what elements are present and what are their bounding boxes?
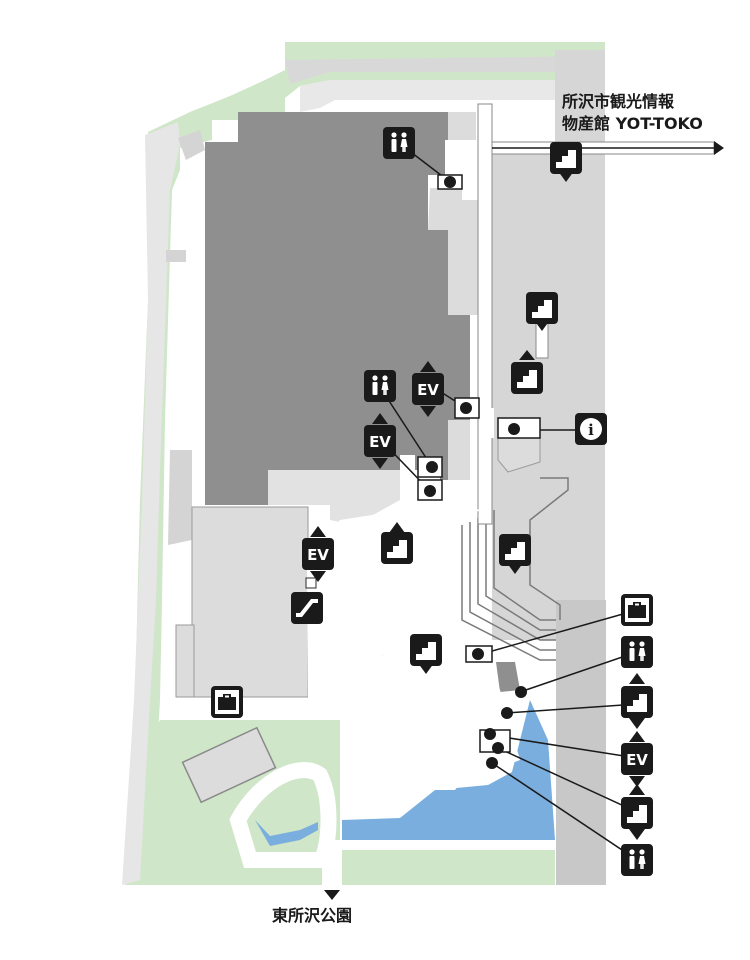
locker-icon[interactable] bbox=[621, 594, 653, 626]
svg-text:EV: EV bbox=[369, 433, 391, 451]
water-pool bbox=[342, 700, 555, 840]
elevator-icon[interactable]: EV bbox=[364, 413, 396, 469]
svg-text:i: i bbox=[588, 421, 594, 439]
stairs-icon[interactable] bbox=[550, 142, 582, 182]
elevator-icon[interactable]: EV bbox=[621, 731, 653, 787]
east-road bbox=[556, 600, 606, 885]
information-icon[interactable]: i bbox=[575, 413, 607, 445]
stairs-icon[interactable] bbox=[621, 784, 653, 840]
park-label: 東所沢公園 bbox=[272, 906, 353, 925]
ramp-structure bbox=[461, 477, 569, 661]
restroom-icon[interactable] bbox=[621, 636, 653, 668]
restroom-icon[interactable] bbox=[621, 844, 653, 876]
restroom-icon[interactable] bbox=[383, 127, 415, 159]
stairs-icon[interactable] bbox=[499, 534, 531, 574]
stairs-icon[interactable] bbox=[410, 634, 442, 674]
east-road-north bbox=[555, 50, 605, 150]
stairs-icon[interactable] bbox=[621, 673, 653, 729]
svg-text:EV: EV bbox=[307, 546, 329, 564]
tourist-info-label-line1: 所沢市観光情報 bbox=[562, 92, 675, 111]
southwest-building bbox=[181, 726, 277, 804]
roads bbox=[122, 56, 605, 885]
main-building bbox=[205, 112, 470, 505]
elevator-icon[interactable]: EV bbox=[412, 361, 444, 417]
svg-text:EV: EV bbox=[626, 751, 648, 769]
main-annex bbox=[268, 112, 478, 525]
walking-paths bbox=[170, 103, 715, 885]
west-building bbox=[175, 506, 309, 698]
tourist-info-label-line2: 物産館 YOT-TOKO bbox=[562, 114, 703, 133]
stairs-icon[interactable] bbox=[526, 292, 558, 331]
svg-text:EV: EV bbox=[417, 381, 439, 399]
east-building bbox=[492, 150, 605, 640]
direction-arrow-north bbox=[492, 141, 724, 155]
restroom-icon[interactable] bbox=[364, 370, 396, 402]
location-dots bbox=[424, 176, 527, 769]
escalator-icon[interactable] bbox=[291, 592, 323, 624]
stairs-icon[interactable] bbox=[381, 522, 413, 564]
direction-arrow-south bbox=[324, 890, 340, 900]
locker-icon[interactable] bbox=[211, 686, 243, 718]
elevator-icon[interactable]: EV bbox=[302, 526, 334, 582]
stairs-icon[interactable] bbox=[511, 350, 543, 394]
